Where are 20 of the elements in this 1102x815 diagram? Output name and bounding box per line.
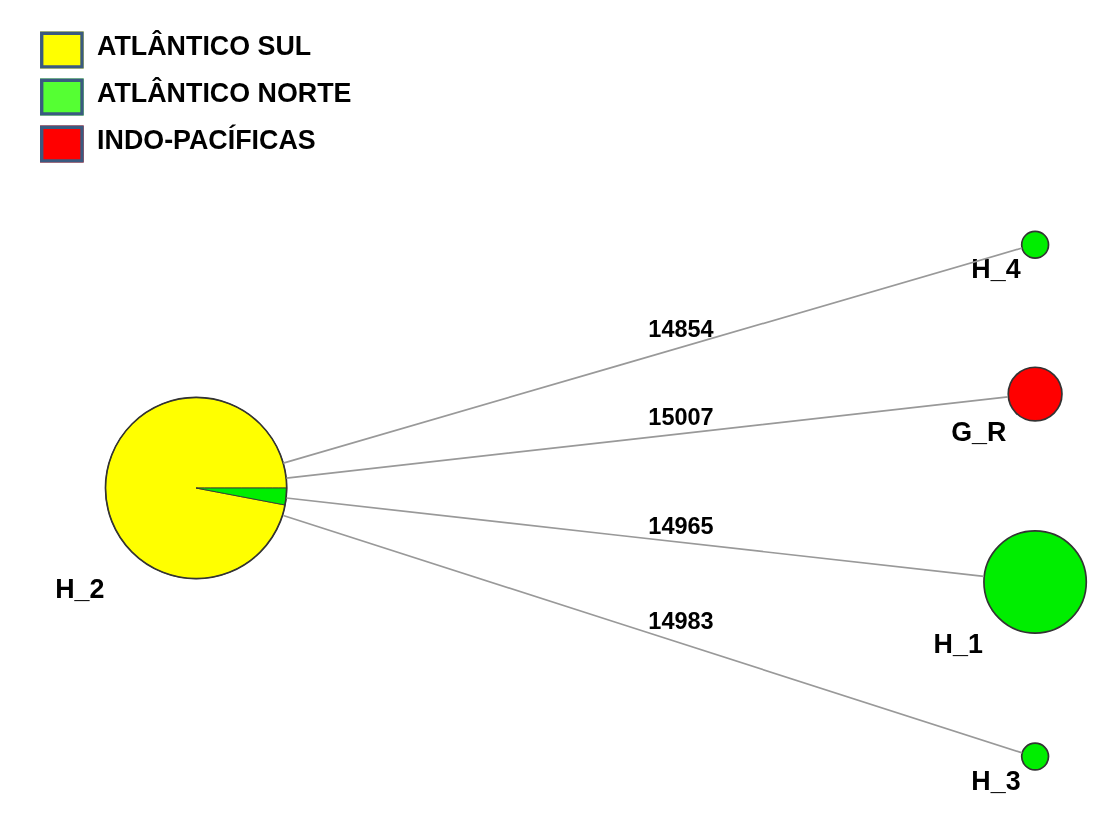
node-label: H_1 [933,628,983,659]
edge-label: 15007 [648,403,714,430]
connector [285,396,1009,479]
edge-label: 14965 [648,512,714,539]
connector [282,514,1023,754]
node-label: H_4 [971,253,1021,284]
connector [282,247,1023,464]
node-label: G_R [951,416,1007,447]
node-circle [1020,742,1050,771]
legend-label: ATLÂNTICO NORTE [97,77,352,108]
edge-label: 14983 [648,608,714,635]
node-circle [1020,230,1050,259]
connector [285,497,985,578]
node-circle [1007,366,1063,422]
node-label: H_2 [55,574,105,605]
node-label: H_3 [971,765,1021,796]
node-circle [983,530,1088,635]
edge-label: 14854 [648,316,714,343]
legend-label: INDO-PACÍFICAS [97,124,316,155]
legend-label: ATLÂNTICO SUL [97,30,312,61]
